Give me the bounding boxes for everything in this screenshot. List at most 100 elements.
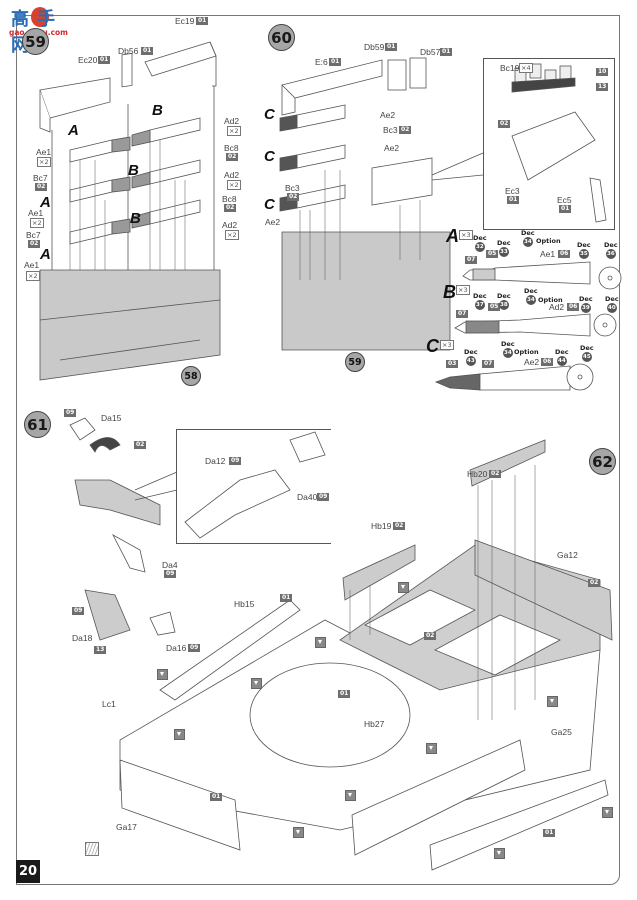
tag-ga12: 02 [588,579,601,587]
tag-ec5: 01 [559,205,572,213]
ammo-stack-b [131,117,201,229]
shell-a [462,261,622,290]
tag-10: 10 [596,68,609,76]
page-number: 20 [16,860,40,883]
shell-b-letter: B [443,282,456,302]
label-da40: Da40 [297,492,318,502]
cement-icon [293,827,304,838]
tag-lc1-01: 01 [210,793,223,801]
part-hb19 [342,544,416,601]
part-hb15 [159,599,301,701]
cement-icon [426,743,437,754]
label-ae2-1: Ae2 [380,110,396,120]
tag-hb19: 02 [393,522,406,530]
label-db56: Db56 [118,46,139,56]
step-number-61: 61 [24,411,51,438]
ammo-stack-a [69,136,131,245]
shell-b-part: Ad2 [549,302,565,312]
tag-ec20: 01 [98,56,111,64]
label-da4: Da4 [162,560,178,570]
tag-da18-09: 09 [72,607,85,615]
label-da15: Da15 [101,413,122,423]
step-number-62: 62 [589,448,616,475]
sanding-icon [85,842,99,856]
part-ec19 [144,41,217,77]
label-ae1-3: Ae1 [24,260,40,270]
ammo-stack-c [279,104,346,212]
qty-ae1-1: ×2 [37,157,51,167]
label-ad2-3: Ad2 [222,220,238,230]
letter-a-3: A [40,246,51,263]
label-ga12: Ga12 [557,550,578,560]
shell-b-tip-tag: 07 [456,310,469,318]
mg-detail [184,431,326,539]
shell-a-band-tag: 05 [486,250,499,258]
thumbs-up-icon [31,7,49,27]
label-bc7-2: Bc7 [26,230,41,240]
tag-ec3: 01 [507,196,520,204]
label-ga17: Ga17 [116,822,137,832]
cement-icon [157,669,168,680]
tag-da15-09: 09 [64,409,77,417]
cement-icon [345,790,356,801]
shell-c-band-tag: 07 [482,360,495,368]
ref-step-59: 59 [345,352,365,372]
mg-detail-box [176,429,331,544]
letter-c-1: C [264,106,275,123]
tag-da40: 09 [317,493,330,501]
tag-hb15: 01 [280,594,293,602]
shell-c-option: Option [514,348,539,356]
label-ae1-1: Ae1 [36,147,52,157]
label-hb19: Hb19 [371,521,392,531]
tag-bc8-2: 02 [224,204,237,212]
tag-bc3-2: 02 [287,193,300,201]
tag-hb20: 02 [489,470,502,478]
part-ga12 [474,539,613,641]
tag-bc7-1: 02 [35,183,48,191]
label-ae2-2: Ae2 [384,143,400,153]
qty-ad2-2: ×2 [227,180,241,190]
label-db57: Db57 [420,47,441,57]
tag-db59: 01 [385,43,398,51]
tag-02: 02 [498,120,511,128]
label-bc3-1: Bc3 [383,125,398,135]
label-ae2-3: Ae2 [265,217,281,227]
shell-c-tip-tag: 03 [446,360,459,368]
cement-icon [602,807,613,818]
tag-e6: 01 [329,58,342,66]
tag-floor-01: 01 [338,690,351,698]
tag-da15-02: 02 [134,441,147,449]
shell-b-band-tag: 05 [488,303,501,311]
label-ad2-2: Ad2 [224,170,240,180]
shell-b-option: Option [538,296,563,304]
cement-icon [494,848,505,859]
ref-step-58: 58 [181,366,201,386]
label-ae1-2: Ae1 [28,208,44,218]
label-ga25: Ga25 [551,727,572,737]
mg-assembly [69,417,176,641]
label-bc7-1: Bc7 [33,173,48,183]
letter-c-3: C [264,196,275,213]
label-ec5: Ec5 [557,195,572,205]
qty-ad2-1: ×2 [227,126,241,136]
cement-icon [251,678,262,689]
tag-da12: 09 [229,457,242,465]
part-ec5 [589,177,607,223]
label-da18: Da18 [72,633,93,643]
label-db59: Db59 [364,42,385,52]
qty-ae1-2: ×2 [30,218,44,228]
qty-ad2-3: ×2 [225,230,239,240]
part-e6 [281,59,383,99]
qty-bc19: ×4 [519,63,533,73]
shell-a-part: Ae1 [540,249,556,259]
qty-ae1-3: ×2 [26,271,40,281]
tag-ga25-01: 01 [543,829,556,837]
label-bc8-1: Bc8 [224,143,239,153]
shell-b-qty: ×3 [456,285,470,295]
shell-a-letter: A [446,226,459,246]
